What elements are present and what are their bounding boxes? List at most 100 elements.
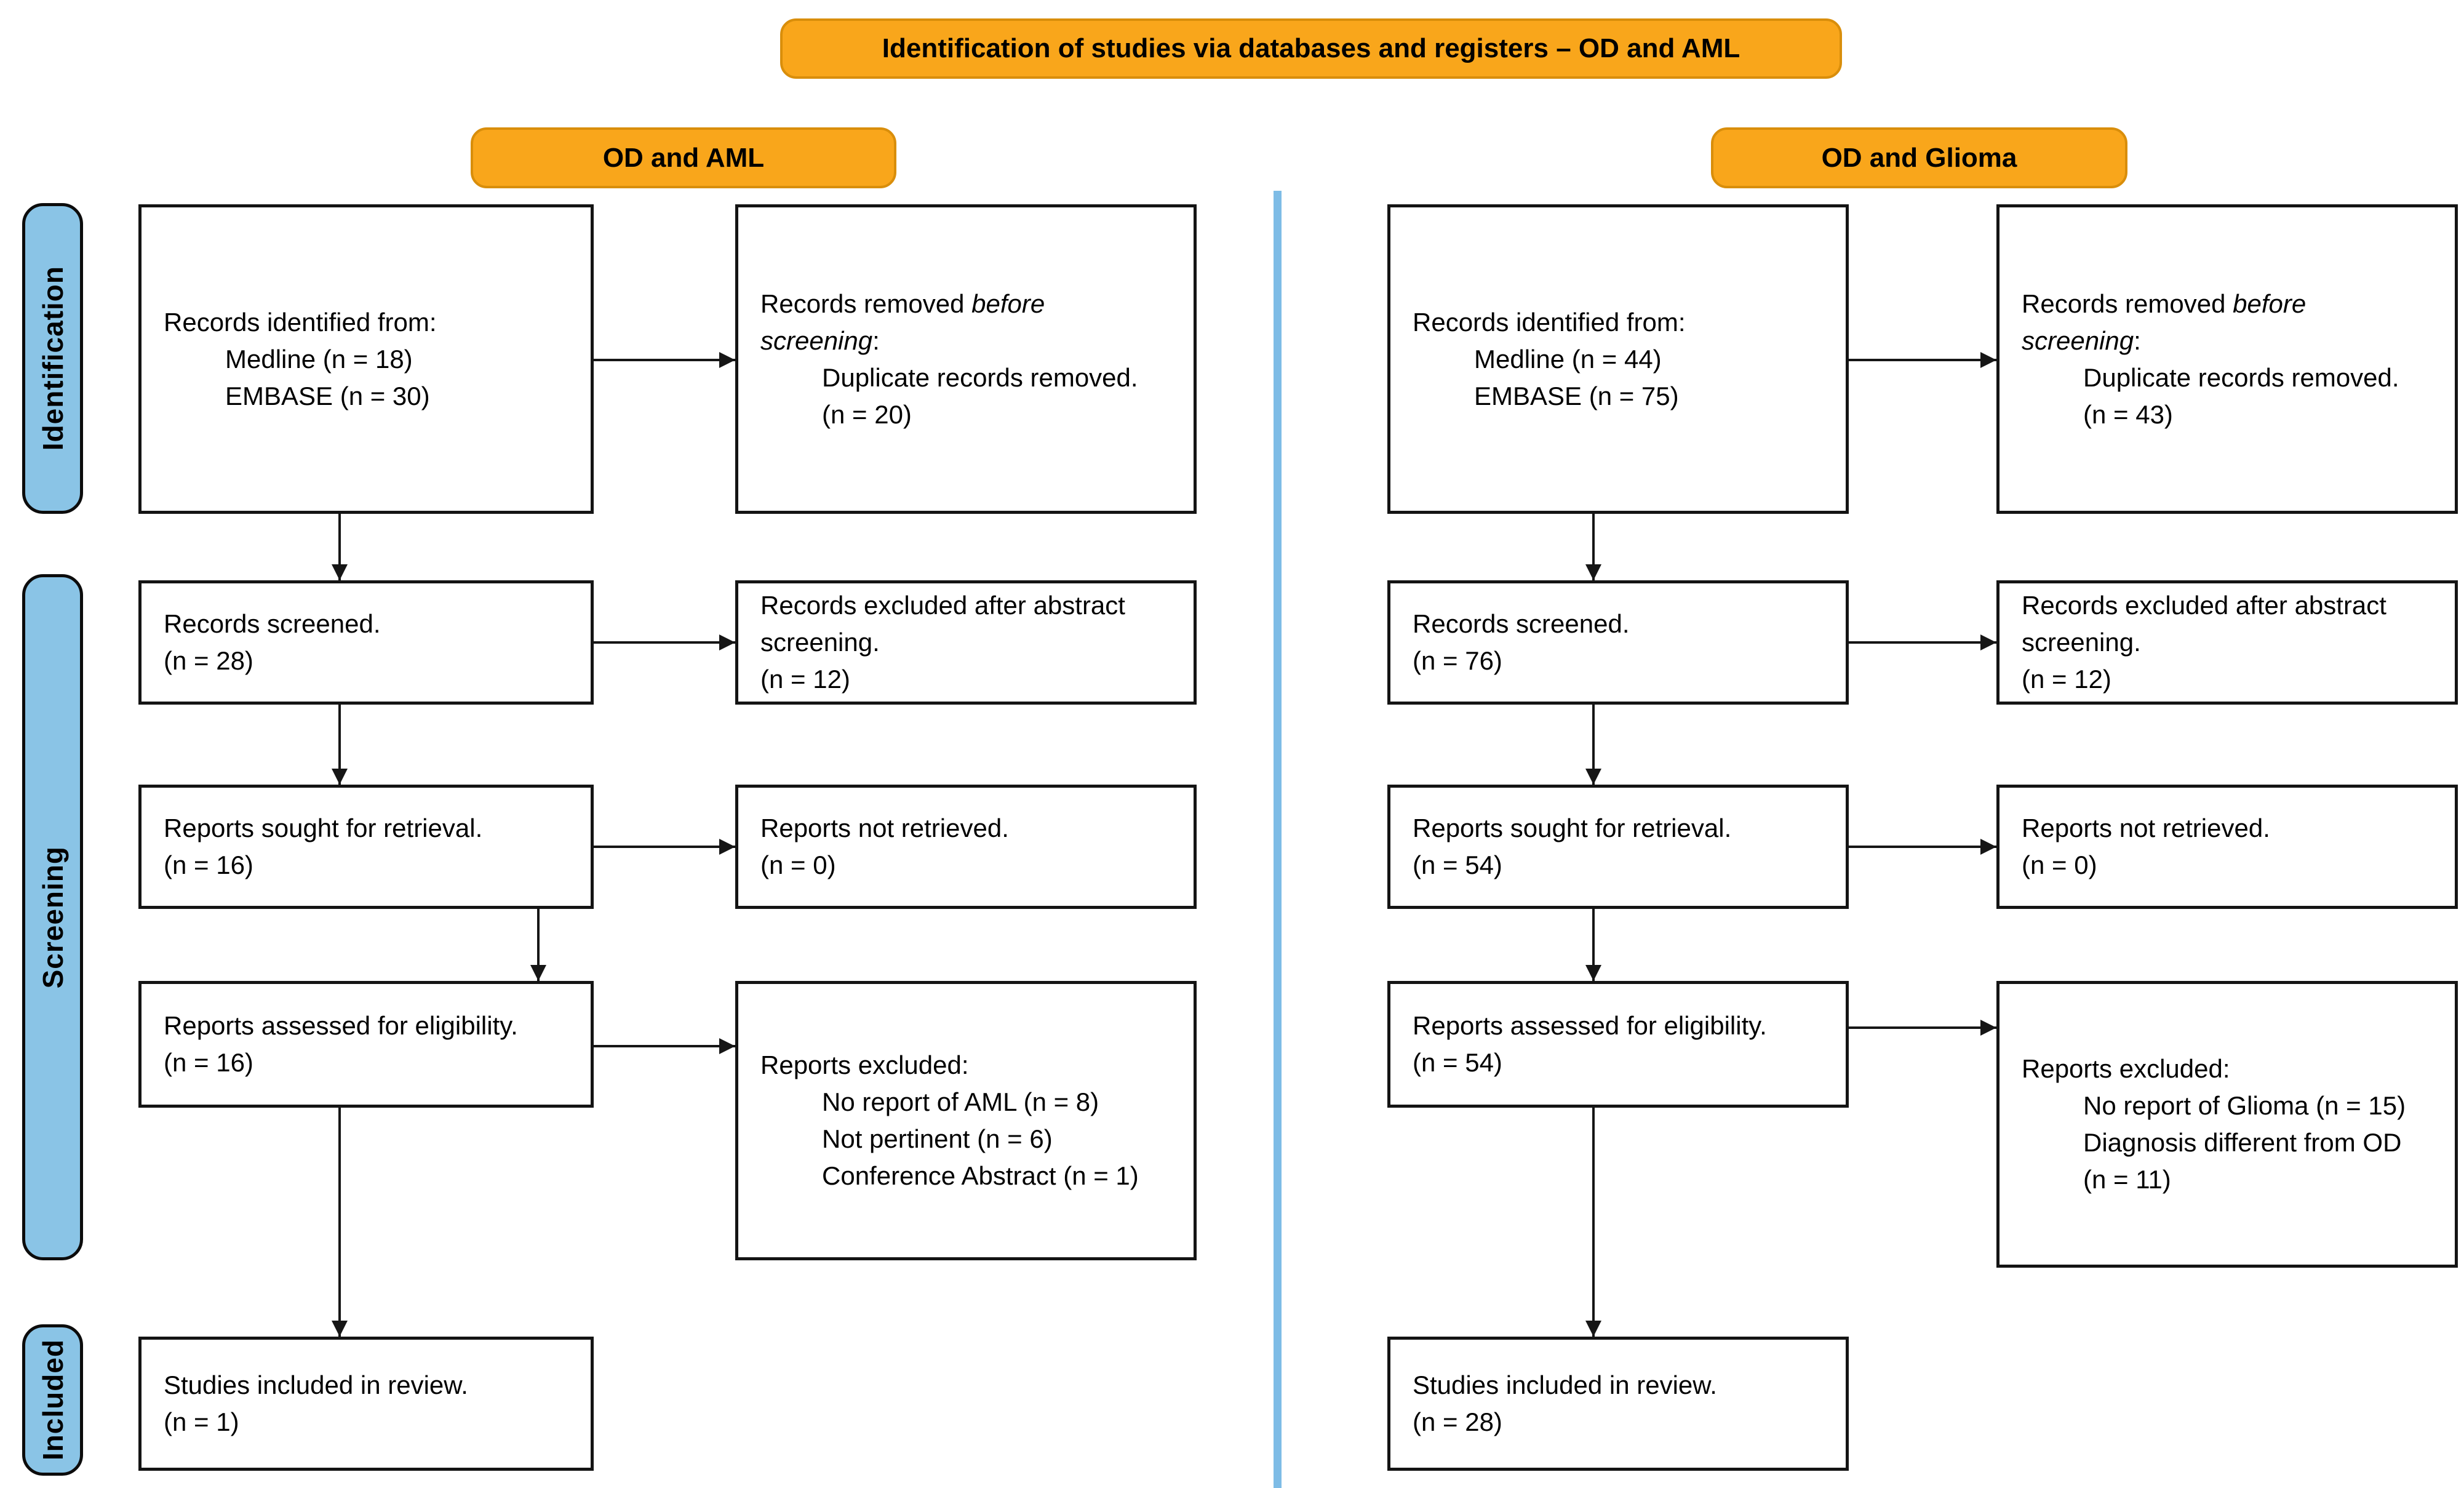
text-segment: : [2134, 326, 2141, 355]
box-line: Reports assessed for eligibility. [1413, 1011, 1767, 1040]
box-line: (n = 12) [2022, 665, 2111, 694]
aml-arrowhead-assessed-to-included [332, 1321, 348, 1337]
aml-arrow-identified-to-removed [594, 359, 735, 361]
glioma-arrowhead-assessed-to-included [1585, 1321, 1601, 1337]
aml-arrowhead-sought-to-assessed [530, 965, 546, 981]
aml-excluded-after-abstract-box: Records excluded after abstract screenin… [735, 580, 1197, 705]
text-segment: before [971, 289, 1045, 318]
glioma-not-retrieved-box: Reports not retrieved. (n = 0) [1996, 785, 2458, 909]
box-line: Medline (n = 18) [225, 344, 413, 374]
aml-included-box: Studies included in review. (n = 1) [138, 1337, 594, 1471]
aml-column-banner: OD and AML [471, 127, 896, 188]
box-line: (n = 0) [2022, 850, 2097, 879]
box-line: (n = 16) [164, 850, 253, 879]
aml-sought-retrieval-box: Reports sought for retrieval. (n = 16) [138, 785, 594, 909]
stage-included: Included [22, 1324, 83, 1476]
glioma-column-banner: OD and Glioma [1711, 127, 2127, 188]
box-line: (n = 0) [760, 850, 836, 879]
title-banner: Identification of studies via databases … [780, 18, 1842, 79]
aml-arrow-identified-to-screened [338, 514, 341, 580]
box-line: screening. [760, 628, 880, 657]
aml-identified-box: Records identified from: Medline (n = 18… [138, 204, 594, 514]
glioma-arrow-identified-to-screened [1592, 514, 1595, 580]
box-line: screening. [2022, 628, 2141, 657]
glioma-arrow-sought-to-assessed [1592, 909, 1595, 981]
box-line: (n = 28) [164, 646, 253, 675]
glioma-column-label: OD and Glioma [1821, 142, 2017, 173]
aml-arrow-screened-to-excluded [594, 641, 735, 644]
box-line: Reports excluded: [760, 1050, 969, 1079]
glioma-arrowhead-sought-to-assessed [1585, 965, 1601, 981]
box-line: Records removed before [2022, 286, 2442, 322]
glioma-included-box: Studies included in review. (n = 28) [1387, 1337, 1849, 1471]
box-line: (n = 43) [2083, 399, 2173, 429]
aml-removed-before-screening-box: Records removed before screening: Duplic… [735, 204, 1197, 514]
stage-screening-label: Screening [36, 846, 69, 989]
glioma-arrowhead-identified-to-screened [1585, 564, 1601, 580]
glioma-reports-excluded-box: Reports excluded: No report of Glioma (n… [1996, 981, 2458, 1268]
box-line: (n = 76) [1413, 646, 1502, 675]
box-line: Reports not retrieved. [760, 814, 1009, 842]
glioma-sought-retrieval-box: Reports sought for retrieval. (n = 54) [1387, 785, 1849, 909]
box-line: screening: [760, 322, 1181, 359]
aml-screened-box: Records screened. (n = 28) [138, 580, 594, 705]
box-line: (n = 1) [164, 1407, 239, 1436]
box-line: No report of AML (n = 8) [822, 1087, 1099, 1116]
column-divider [1274, 191, 1282, 1488]
aml-arrowhead-identified-to-screened [332, 564, 348, 580]
aml-column-label: OD and AML [602, 142, 765, 173]
text-segment: Records removed [760, 289, 972, 318]
glioma-identified-box: Records identified from: Medline (n = 44… [1387, 204, 1849, 514]
box-line: Records identified from: [164, 307, 437, 337]
box-line: No report of Glioma (n = 15) [2083, 1091, 2406, 1120]
box-line: Reports sought for retrieval. [164, 814, 483, 842]
stage-screening: Screening [22, 574, 83, 1260]
glioma-arrow-identified-to-removed [1849, 359, 1996, 361]
stage-identification-label: Identification [36, 266, 69, 451]
box-line: Records screened. [164, 609, 381, 638]
text-segment: before [2233, 289, 2307, 318]
box-line: Duplicate records removed. [822, 362, 1138, 392]
box-line: (n = 16) [164, 1048, 253, 1077]
glioma-arrow-assessed-to-excluded [1849, 1026, 1996, 1029]
box-line: (n = 54) [1413, 850, 1502, 879]
glioma-arrowhead-identified-to-removed [1980, 352, 1996, 368]
glioma-excluded-after-abstract-box: Records excluded after abstract screenin… [1996, 580, 2458, 705]
glioma-arrowhead-sought-to-notretrieved [1980, 839, 1996, 855]
box-line: Reports not retrieved. [2022, 814, 2270, 842]
glioma-removed-before-screening-box: Records removed before screening: Duplic… [1996, 204, 2458, 514]
box-line: (n = 20) [822, 399, 912, 429]
aml-arrowhead-assessed-to-excluded [719, 1038, 735, 1054]
box-line: Records screened. [1413, 609, 1630, 638]
aml-not-retrieved-box: Reports not retrieved. (n = 0) [735, 785, 1197, 909]
box-line: Medline (n = 44) [1474, 344, 1662, 374]
box-line: screening: [2022, 322, 2442, 359]
text-segment: : [872, 326, 880, 355]
box-line: Diagnosis different from OD [2083, 1128, 2402, 1157]
text-segment: Records removed [2022, 289, 2233, 318]
box-line: Reports excluded: [2022, 1054, 2230, 1083]
aml-arrowhead-screened-to-sought [332, 769, 348, 785]
glioma-arrow-screened-to-excluded [1849, 641, 1996, 644]
aml-arrowhead-screened-to-excluded [719, 634, 735, 650]
stage-included-label: Included [36, 1339, 69, 1461]
text-segment: screening [2022, 326, 2134, 355]
glioma-arrowhead-assessed-to-excluded [1980, 1020, 1996, 1036]
aml-assessed-eligibility-box: Reports assessed for eligibility. (n = 1… [138, 981, 594, 1108]
box-line: EMBASE (n = 30) [225, 381, 430, 410]
box-line: (n = 12) [760, 665, 850, 694]
aml-arrowhead-sought-to-notretrieved [719, 839, 735, 855]
box-line: (n = 11) [2083, 1165, 2171, 1194]
glioma-arrow-sought-to-notretrieved [1849, 846, 1996, 848]
glioma-arrowhead-screened-to-excluded [1980, 634, 1996, 650]
glioma-assessed-eligibility-box: Reports assessed for eligibility. (n = 5… [1387, 981, 1849, 1108]
glioma-arrow-assessed-to-included [1592, 1108, 1595, 1337]
aml-arrowhead-identified-to-removed [719, 352, 735, 368]
aml-arrow-sought-to-notretrieved [594, 846, 735, 848]
box-line: Reports assessed for eligibility. [164, 1011, 518, 1040]
box-line: Studies included in review. [164, 1370, 468, 1399]
box-line: (n = 54) [1413, 1048, 1502, 1077]
box-line: Records excluded after abstract [760, 591, 1125, 620]
glioma-arrow-screened-to-sought [1592, 705, 1595, 785]
